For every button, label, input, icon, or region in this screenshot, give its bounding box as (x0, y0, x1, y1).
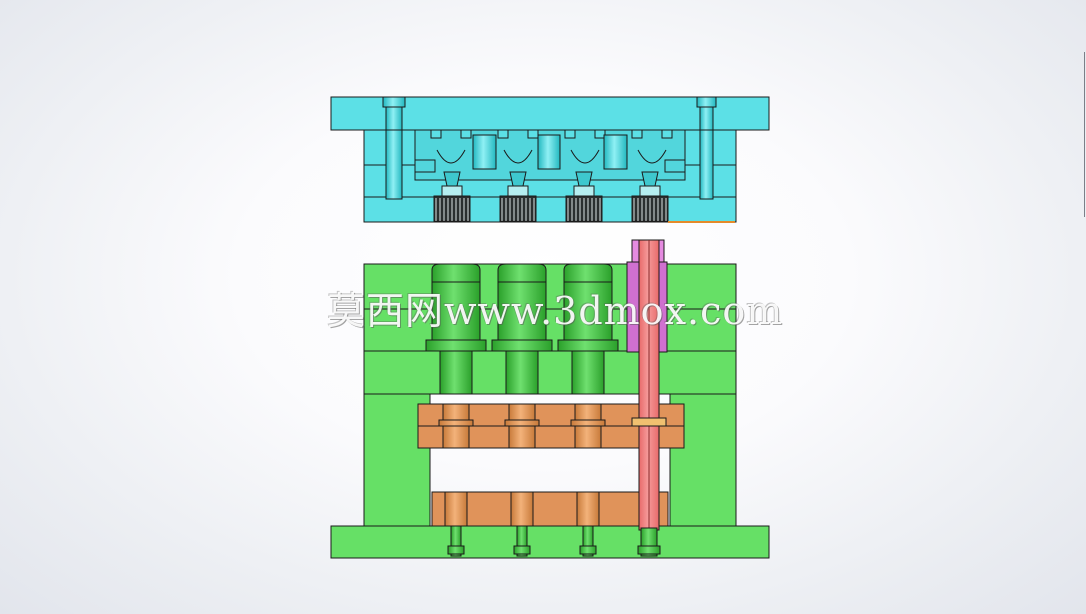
support-pillar-icon (537, 134, 561, 170)
sprue-puller-collar-icon (631, 417, 667, 427)
core-insert-flange (557, 339, 619, 352)
bottom-clamp-plate-icon (330, 525, 770, 559)
guide-pin-head-icon (696, 96, 717, 108)
sprue-drop-icon (641, 171, 659, 187)
runner-tab-icon (564, 129, 576, 139)
gear-hub-icon (441, 185, 463, 197)
guide-pin-icon (699, 106, 714, 200)
runner-icon (570, 149, 600, 164)
core-insert-body (563, 263, 613, 341)
ejector-pin-collar-icon (504, 419, 540, 427)
ejector-pin-icon (576, 491, 600, 527)
runner-icon (436, 149, 466, 164)
guide-pin-head-icon (382, 96, 406, 108)
viewport-edge-line (1084, 52, 1085, 217)
ejector-plate-icon (431, 491, 669, 527)
return-pin-icon (450, 525, 462, 557)
runner-icon (503, 149, 533, 164)
support-pillar-icon (472, 134, 497, 170)
return-pin-icon (516, 525, 528, 557)
core-insert-stem (439, 350, 473, 395)
ejector-pin-icon (444, 491, 468, 527)
core-insert-flange (491, 339, 553, 352)
guide-pin-icon (385, 106, 403, 200)
return-pin-head-icon (513, 545, 531, 555)
core-insert-icon (557, 263, 619, 557)
runner-end-icon (414, 159, 436, 173)
support-plate-icon (363, 350, 737, 395)
core-insert-stem (505, 350, 539, 395)
ejector-pin-collar-icon (438, 419, 474, 427)
sprue-drop-icon (575, 171, 593, 187)
core-insert-stem (571, 350, 605, 395)
sprue-drop-icon (509, 171, 527, 187)
return-pin-head-icon (579, 545, 597, 555)
sprue-drop-icon (443, 171, 461, 187)
runner-tab-icon (594, 129, 606, 139)
core-insert-body (431, 263, 481, 341)
runner-tab-icon (497, 129, 509, 139)
runner-tab-icon (527, 129, 539, 139)
support-pillar-icon (603, 134, 628, 170)
fixed-half-group (330, 96, 770, 223)
core-insert-body (497, 263, 547, 341)
core-insert-flange (425, 339, 487, 352)
return-pin-head-icon (447, 545, 465, 555)
gear-hub-icon (639, 185, 661, 197)
runner-tab-icon (631, 129, 643, 139)
runner-tab-icon (460, 129, 472, 139)
runner-tab-icon (430, 129, 442, 139)
molded-gear-part-icon (433, 195, 471, 222)
core-insert-icon (425, 263, 487, 557)
molded-gear-part-icon (565, 195, 603, 222)
runner-icon (637, 149, 667, 164)
return-pin-icon (582, 525, 594, 557)
ejector-pin-icon (510, 491, 534, 527)
molded-gear-part-icon (499, 195, 537, 222)
core-insert-icon (491, 263, 553, 557)
gear-hub-icon (573, 185, 595, 197)
gear-hub-icon (507, 185, 529, 197)
molded-gear-part-icon (631, 195, 669, 222)
ejector-pin-collar-icon (570, 419, 606, 427)
moving-half-group (330, 239, 770, 559)
runner-end-icon (664, 159, 686, 173)
runner-tab-icon (661, 129, 673, 139)
sprue-puller-base-head-icon (637, 545, 661, 555)
core-plate-icon (363, 263, 737, 310)
